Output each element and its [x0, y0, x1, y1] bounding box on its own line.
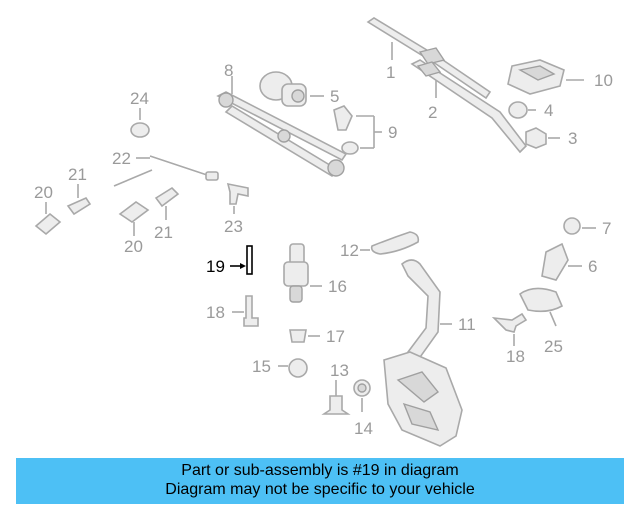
label-20b: 20 [124, 237, 143, 256]
part-15-grommet[interactable] [278, 358, 308, 378]
label-24: 24 [130, 89, 149, 108]
label-9: 9 [388, 123, 397, 142]
label-15: 15 [252, 357, 271, 376]
label-22: 22 [112, 149, 131, 168]
label-11: 11 [458, 315, 476, 334]
label-10: 10 [594, 71, 613, 90]
label-12: 12 [340, 241, 359, 260]
label-18b: 18 [506, 347, 525, 366]
label-20a: 20 [34, 183, 53, 202]
label-13: 13 [330, 361, 349, 380]
part-11-filler-neck[interactable] [400, 259, 452, 362]
part-5-wiper-motor[interactable] [259, 71, 324, 107]
part-12-filler-seal[interactable] [360, 231, 420, 255]
part-1-wiper-arm[interactable] [366, 17, 492, 100]
part-3-nut[interactable] [525, 127, 560, 149]
part-7-grommet[interactable] [563, 217, 596, 235]
parts-diagram: 1 2 10 4 3 8 5 [34, 17, 613, 447]
part-19-highlighted[interactable] [230, 245, 253, 275]
part-23-t-connector[interactable] [226, 182, 249, 214]
info-banner: Part or sub-assembly is #19 in diagram D… [16, 458, 624, 504]
part-22-washer-hose[interactable] [113, 155, 219, 187]
label-23: 23 [224, 217, 243, 236]
label-17: 17 [326, 327, 345, 346]
label-21a: 21 [68, 165, 87, 184]
part-14-grommet[interactable] [353, 379, 371, 412]
label-25: 25 [544, 337, 563, 356]
label-14: 14 [354, 419, 373, 438]
banner-line-2: Diagram may not be specific to your vehi… [165, 481, 475, 498]
label-7: 7 [602, 219, 611, 238]
banner-line-1: Part or sub-assembly is #19 in diagram [181, 462, 459, 479]
part-21-nozzle-center[interactable] [154, 186, 180, 220]
part-10-motor-cover[interactable] [507, 59, 584, 95]
label-1: 1 [386, 63, 395, 82]
part-6-bracket[interactable] [541, 242, 582, 281]
part-21-nozzle-left[interactable] [66, 184, 92, 216]
part-9-bushings[interactable] [333, 105, 382, 155]
part-25-pump-cover[interactable] [518, 287, 564, 327]
label-8: 8 [224, 61, 233, 80]
part-18-connector-right[interactable] [491, 312, 528, 346]
label-4: 4 [544, 101, 553, 120]
label-16: 16 [328, 277, 347, 296]
label-2: 2 [428, 103, 437, 122]
label-5: 5 [330, 87, 339, 106]
washer-reservoir [383, 351, 463, 447]
part-8-linkage-frame[interactable] [216, 76, 348, 178]
label-18a: 18 [206, 303, 225, 322]
label-19: 19 [206, 257, 225, 276]
part-16-washer-pump[interactable] [283, 243, 322, 303]
label-3: 3 [568, 129, 577, 148]
part-20-nozzle-left[interactable] [34, 202, 62, 236]
part-13-level-sensor[interactable] [321, 380, 351, 415]
part-2-wiper-arm[interactable] [410, 59, 528, 154]
part-20-nozzle-center[interactable] [118, 201, 150, 236]
label-21b: 21 [154, 223, 173, 242]
label-6: 6 [588, 257, 597, 276]
part-4-cap[interactable] [508, 101, 536, 119]
part-17-grommet[interactable] [289, 329, 320, 343]
part-24-grommet[interactable] [130, 108, 150, 138]
part-18-connector-left[interactable] [232, 295, 259, 327]
